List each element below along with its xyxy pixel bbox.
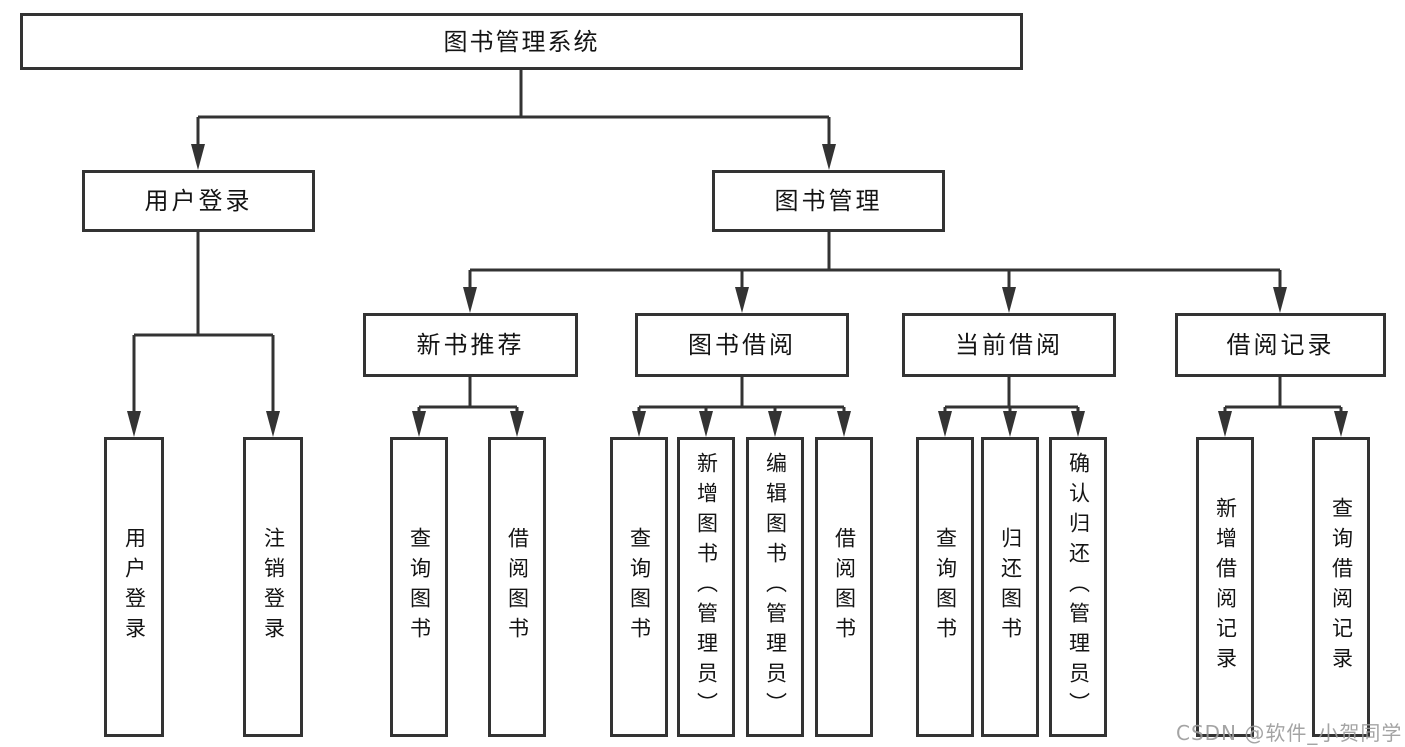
leaf-user-login-label: 用户登录 [122, 527, 147, 647]
leaf-user-login: 用户登录 [104, 437, 164, 737]
leaf-logout-label: 注销登录 [261, 527, 286, 647]
leaf-add-book-admin-label: 新增图书（管理员） [694, 452, 719, 722]
leaf-query-books-borrow-label: 查询图书 [627, 527, 652, 647]
node-borrow-records: 借阅记录 [1175, 313, 1386, 377]
node-borrow-records-label: 借阅记录 [1226, 331, 1335, 359]
node-root-label: 图书管理系统 [443, 27, 600, 56]
leaf-query-books-borrow: 查询图书 [610, 437, 668, 737]
arrowhead-add-borrow-record [1218, 411, 1232, 437]
leaf-query-books-current-label: 查询图书 [933, 527, 958, 647]
arrowhead-leaf-logout [266, 411, 280, 437]
node-book-management: 图书管理 [712, 170, 945, 232]
arrowhead-query-books-1 [412, 411, 426, 437]
connector-new-book-recommend-children [412, 377, 524, 437]
node-user-login: 用户登录 [82, 170, 315, 232]
arrowhead-book-management [822, 144, 836, 170]
leaf-add-borrow-record-label: 新增借阅记录 [1213, 497, 1238, 677]
node-current-borrow: 当前借阅 [902, 313, 1116, 377]
connector-current-borrow-children [938, 377, 1085, 437]
node-new-book-recommend: 新书推荐 [363, 313, 578, 377]
leaf-add-book-admin: 新增图书（管理员） [677, 437, 735, 737]
arrowhead-user-login [191, 144, 205, 170]
connector-borrow-records-children [1218, 377, 1348, 437]
leaf-add-borrow-record: 新增借阅记录 [1196, 437, 1254, 737]
arrowhead-query-books-3 [938, 411, 952, 437]
arrowhead-borrow-records [1273, 287, 1287, 313]
leaf-borrow-books-label: 借阅图书 [832, 527, 857, 647]
node-book-management-label: 图书管理 [774, 187, 883, 215]
leaf-borrow-books-recommend: 借阅图书 [488, 437, 546, 737]
arrowhead-query-books-2 [632, 411, 646, 437]
node-new-book-recommend-label: 新书推荐 [416, 331, 525, 359]
arrowhead-leaf-user-login [127, 411, 141, 437]
leaf-return-books: 归还图书 [981, 437, 1039, 737]
leaf-borrow-books: 借阅图书 [815, 437, 873, 737]
arrowhead-query-borrow-record [1334, 411, 1348, 437]
arrowhead-borrow-books-2 [837, 411, 851, 437]
leaf-edit-book-admin: 编辑图书（管理员） [746, 437, 804, 737]
arrowhead-add-book [699, 411, 713, 437]
leaf-logout: 注销登录 [243, 437, 303, 737]
leaf-confirm-return-admin-label: 确认归还（管理员） [1066, 452, 1091, 722]
node-user-login-label: 用户登录 [144, 187, 253, 215]
leaf-query-borrow-record: 查询借阅记录 [1312, 437, 1370, 737]
node-current-borrow-label: 当前借阅 [955, 331, 1063, 359]
leaf-edit-book-admin-label: 编辑图书（管理员） [763, 452, 788, 722]
arrowhead-return-books [1003, 411, 1017, 437]
connector-book-borrow-children [632, 377, 851, 437]
leaf-query-borrow-record-label: 查询借阅记录 [1329, 497, 1354, 677]
arrowhead-confirm-return [1071, 411, 1085, 437]
watermark: CSDN @软件_小贺同学 [1176, 721, 1403, 745]
node-book-borrow-label: 图书借阅 [688, 331, 796, 359]
arrowhead-edit-book [768, 411, 782, 437]
leaf-return-books-label: 归还图书 [998, 527, 1023, 647]
leaf-borrow-books-recommend-label: 借阅图书 [505, 527, 530, 647]
leaf-query-books-recommend: 查询图书 [390, 437, 448, 737]
leaf-query-books-current: 查询图书 [916, 437, 974, 737]
arrowhead-current-borrow [1002, 287, 1016, 313]
connector-root-to-level2 [191, 70, 836, 170]
node-book-borrow: 图书借阅 [635, 313, 849, 377]
connector-user-login-children [127, 232, 280, 437]
arrowhead-borrow-books-1 [510, 411, 524, 437]
arrowhead-book-borrow [735, 287, 749, 313]
arrowhead-new-book-recommend [463, 287, 477, 313]
node-root: 图书管理系统 [20, 13, 1023, 70]
connector-book-management-children [463, 232, 1287, 313]
leaf-query-books-recommend-label: 查询图书 [407, 527, 432, 647]
leaf-confirm-return-admin: 确认归还（管理员） [1049, 437, 1107, 737]
